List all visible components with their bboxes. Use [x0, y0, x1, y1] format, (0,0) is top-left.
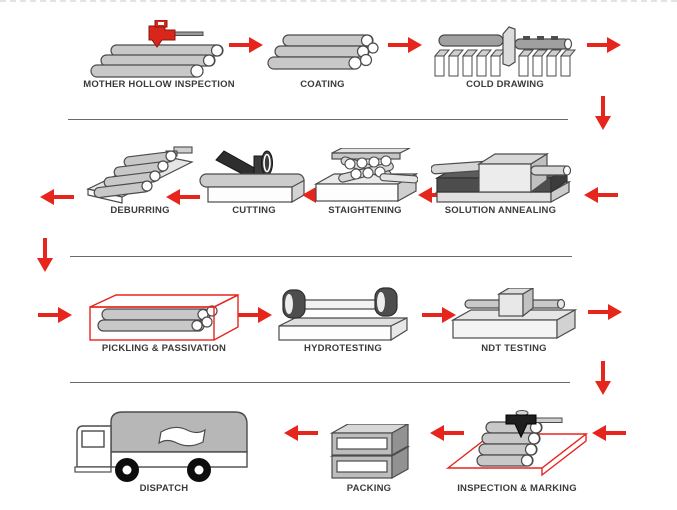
- flow-arrow-right-icon: [388, 37, 422, 53]
- truck-icon: [73, 406, 255, 482]
- cutting-machine-icon: [198, 148, 310, 204]
- flow-arrow-left-icon: [166, 189, 200, 205]
- pipes-with-gauge-icon: [85, 20, 233, 78]
- hydrotest-rig-icon: [275, 284, 411, 342]
- step-label: DISPATCH: [139, 483, 189, 494]
- step-coating: COATING: [265, 20, 380, 92]
- step-cold-drawing: COLD DRAWING: [430, 20, 580, 92]
- step-dispatch: DISPATCH: [72, 402, 256, 496]
- step-label: HYDROTESTING: [304, 343, 382, 354]
- annealing-furnace-icon: [430, 150, 571, 204]
- step-label: COATING: [300, 79, 345, 90]
- step-hydrotesting: HYDROTESTING: [272, 284, 414, 356]
- step-label: STAIGHTENING: [328, 205, 402, 216]
- row-divider: [70, 382, 570, 383]
- step-label: SOLUTION ANNEALING: [444, 205, 557, 216]
- marking-station-icon: [446, 410, 588, 482]
- step-deburring: DEBURRING: [82, 142, 198, 218]
- flow-arrow-left-icon: [592, 425, 626, 441]
- drawing-bench-icon: [433, 26, 577, 78]
- step-ndt-testing: NDT TESTING: [450, 284, 578, 356]
- step-label: PICKLING & PASSIVATION: [101, 343, 227, 354]
- step-inspection-marking: INSPECTION & MARKING: [444, 402, 590, 496]
- step-label: NDT TESTING: [481, 343, 547, 354]
- pipes-in-red-tank-icon: [88, 294, 240, 342]
- pipe-bundle-icon: [266, 34, 379, 78]
- flow-arrow-left-icon: [284, 425, 318, 441]
- flow-arrow-down-icon: [37, 238, 53, 272]
- step-label: MOTHER HOLLOW INSPECTION: [83, 79, 235, 90]
- straightening-machine-icon: [312, 148, 418, 204]
- top-dashed-border: [0, 0, 677, 2]
- flow-arrow-left-icon: [40, 189, 74, 205]
- step-pickling-passivation: PICKLING & PASSIVATION: [86, 284, 242, 356]
- ndt-station-icon: [451, 288, 577, 342]
- step-cutting: CUTTING: [198, 142, 310, 218]
- flow-arrow-left-icon: [584, 187, 618, 203]
- step-label: PACKING: [346, 483, 392, 494]
- step-staightening: STAIGHTENING: [310, 142, 420, 218]
- step-label: INSPECTION & MARKING: [457, 483, 577, 494]
- stacked-boxes-icon: [326, 424, 412, 482]
- flow-arrow-down-icon: [595, 361, 611, 395]
- flow-arrow-right-icon: [587, 37, 621, 53]
- flow-arrow-right-icon: [38, 307, 72, 323]
- step-label: CUTTING: [232, 205, 276, 216]
- step-packing: PACKING: [324, 402, 414, 496]
- row-divider: [68, 119, 568, 120]
- flow-arrow-right-icon: [238, 307, 272, 323]
- flow-arrow-down-icon: [595, 96, 611, 130]
- flow-arrow-right-icon: [588, 304, 622, 320]
- step-solution-annealing: SOLUTION ANNEALING: [428, 142, 573, 218]
- ramp-pipes-icon: [86, 142, 194, 204]
- flow-arrow-right-icon: [229, 37, 263, 53]
- step-label: DEBURRING: [110, 205, 170, 216]
- step-mother-hollow-inspection: MOTHER HOLLOW INSPECTION: [83, 20, 235, 92]
- row-divider: [70, 256, 572, 257]
- step-label: COLD DRAWING: [466, 79, 544, 90]
